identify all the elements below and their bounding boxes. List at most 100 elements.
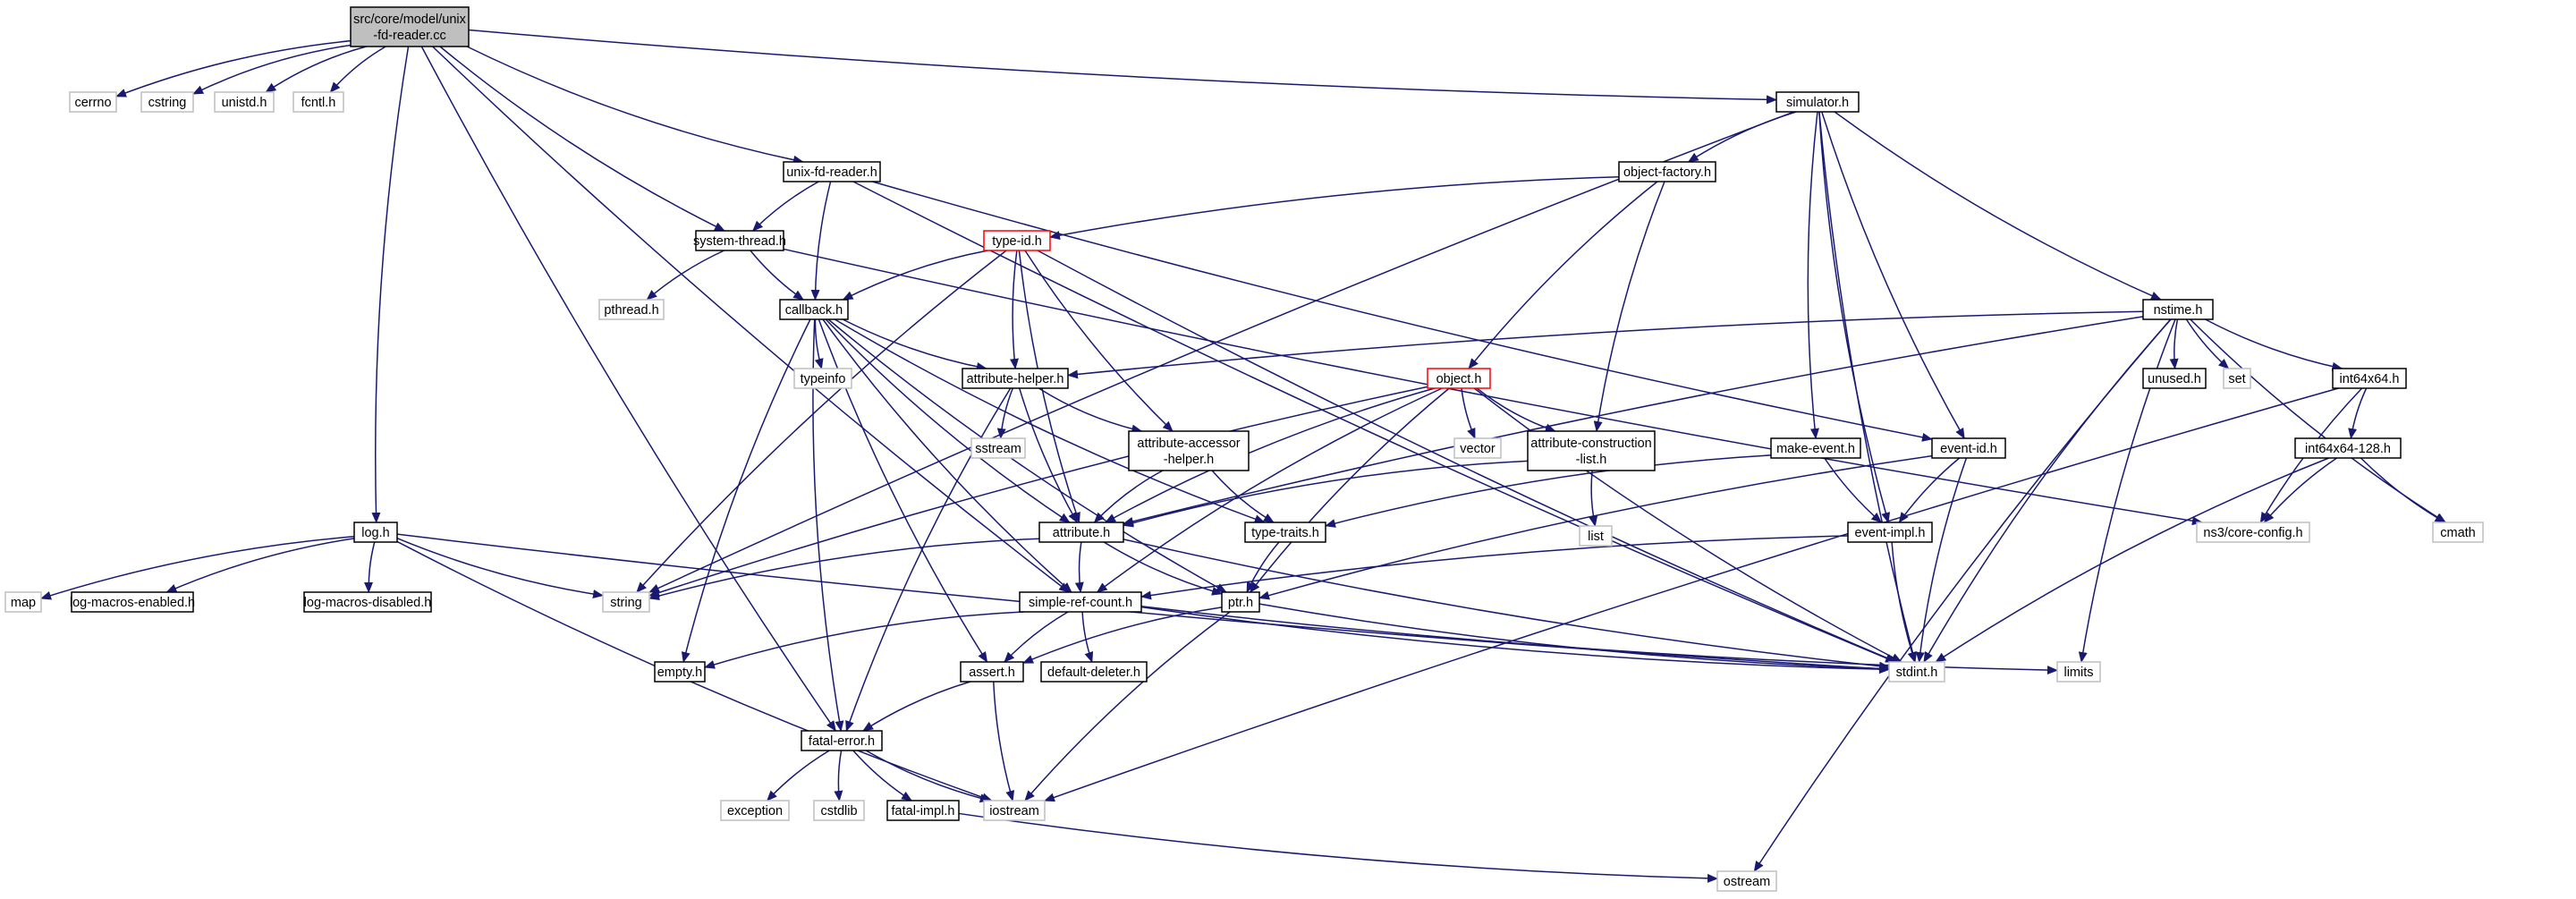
node-logdisabled[interactable]: log-macros-disabled.h [303,591,432,613]
node-attrconstruction[interactable]: attribute-construction-list.h [1527,430,1656,471]
node-fatalimpl[interactable]: fatal-impl.h [886,800,960,821]
edge-attrhelper-to-attribute [1019,387,1078,523]
node-ptr[interactable]: ptr.h [1221,591,1260,613]
node-box-eventid [1931,437,2006,459]
node-label-log: log.h [361,526,389,540]
node-label-stdint: stdint.h [1896,666,1938,680]
node-box-ptr [1221,591,1260,613]
edge-typeid-to-attrhelper [1010,250,1019,369]
edge-root-to-cerrno [115,39,352,98]
edge-fatalerror-to-exception [766,750,830,801]
node-simplerefcount[interactable]: simple-ref-count.h [1019,591,1142,613]
edge-nstime-to-stdint [1923,318,2172,663]
node-eventimpl[interactable]: event-impl.h [1847,522,1933,543]
edge-unixfdreader-to-systemthread [752,181,819,232]
edge-log-to-string [396,537,604,599]
node-label-set: set [2228,372,2245,386]
node-box-stdint [1888,661,1945,683]
node-label-vector: vector [1460,442,1496,456]
node-box-typeinfo [793,368,852,389]
node-label-callback: callback.h [785,303,843,318]
edge-fatalerror-to-iostream [865,750,991,803]
node-pthread: pthread.h [598,299,665,320]
node-box-cstdlib [813,800,865,821]
node-label-simulator: simulator.h [1786,96,1849,110]
edge-simplerefcount-to-empty [704,611,1024,669]
node-eventid[interactable]: event-id.h [1931,437,2006,459]
node-typeid[interactable]: type-id.h [983,230,1051,251]
edge-attraccessor-to-attribute [1093,470,1164,523]
node-label-ptr: ptr.h [1228,596,1253,610]
node-simulator[interactable]: simulator.h [1775,91,1860,113]
node-label-int64x64: int64x64.h [2340,372,2400,386]
node-label-fcntl: fcntl.h [301,96,336,110]
edge-int128-to-cmath [2360,457,2446,523]
node-label-iostream: iostream [989,804,1039,818]
node-systemthread[interactable]: system-thread.h [693,230,786,251]
node-label-pthread: pthread.h [604,303,658,318]
node-label-systemthread: system-thread.h [693,234,786,249]
edge-object-to-attribute [1105,387,1436,523]
node-box-simulator [1775,91,1860,113]
node-typetraits[interactable]: type-traits.h [1244,522,1326,543]
node-attraccessor[interactable]: attribute-accessor-helper.h [1128,430,1250,471]
edge-object-to-simplerefcount [1096,387,1443,593]
node-objectfactory[interactable]: object-factory.h [1618,161,1716,182]
node-nstime[interactable]: nstime.h [2142,299,2214,320]
node-makeevent[interactable]: make-event.h [1770,437,1861,459]
node-label-empty: empty.h [657,666,703,680]
node-assert[interactable]: assert.h [960,661,1024,683]
node-exception: exception [720,800,790,821]
edge-root-to-simplerefcount [432,46,1070,593]
node-ns3config: ns3/core-config.h [2196,522,2310,543]
edge-fatalerror-to-fatalimpl [852,750,913,801]
node-box-object [1427,368,1491,389]
edge-typeid-to-stdint [1037,250,1897,663]
node-box-fcntl [292,91,344,113]
node-logenabled[interactable]: log-macros-enabled.h [70,591,195,613]
node-label-objectfactory: object-factory.h [1623,165,1711,180]
edge-root-to-unixfdreader [466,46,804,165]
edge-root-to-log [371,46,410,523]
node-string: string [602,591,650,613]
node-fatalerror[interactable]: fatal-error.h [801,730,883,751]
node-box-typetraits [1244,522,1326,543]
edge-systemthread-to-pthread [646,250,725,301]
node-unused[interactable]: unused.h [2142,368,2207,389]
edge-ptr-to-iostream [1024,611,1231,801]
edge-attrhelper-to-sstream [996,387,1014,439]
edge-typetraits-to-ptr [1246,541,1280,593]
edge-simulator-to-string [648,111,1795,593]
node-list: list [1579,525,1613,547]
node-empty[interactable]: empty.h [654,661,706,683]
node-int64x64[interactable]: int64x64.h [2332,368,2407,389]
edge-eventid-to-stdint [1915,457,1968,663]
node-label-logdisabled: log-macros-disabled.h [304,596,432,610]
node-defaultdeleter[interactable]: default-deleter.h [1040,661,1148,683]
node-box-cmath [2432,522,2484,543]
node-cmath: cmath [2432,522,2484,543]
node-label-exception: exception [727,804,783,818]
edge-callback-to-typetraits [834,318,1266,523]
node-root[interactable]: src/core/model/unix-fd-reader.cc [350,6,470,47]
node-attrhelper[interactable]: attribute-helper.h [962,368,1069,389]
node-label-fatalimpl: fatal-impl.h [892,804,955,818]
edge-nstime-to-limits [2078,318,2176,663]
edge-attribute-to-stdint [1123,539,1890,671]
node-int128[interactable]: int64x64-128.h [2294,437,2402,459]
node-log[interactable]: log.h [353,522,398,543]
edge-assert-to-fatalerror [862,681,971,732]
edge-simulator-to-eventimpl [1818,111,1891,523]
edge-int64x64-to-iostream [1044,387,2339,802]
edge-nstime-to-attrhelper [1067,310,2144,379]
node-callback[interactable]: callback.h [779,299,849,320]
edge-nstime-to-ostream [1753,318,2172,872]
edge-object-to-vector [1461,387,1476,439]
node-label-ostream: ostream [1724,875,1770,889]
node-attribute[interactable]: attribute.h [1038,522,1124,543]
node-unixfdreader[interactable]: unix-fd-reader.h [783,161,881,182]
edge-log-to-logenabled [165,538,355,593]
node-object[interactable]: object.h [1427,368,1491,389]
edge-systemthread-to-callback [750,250,804,301]
